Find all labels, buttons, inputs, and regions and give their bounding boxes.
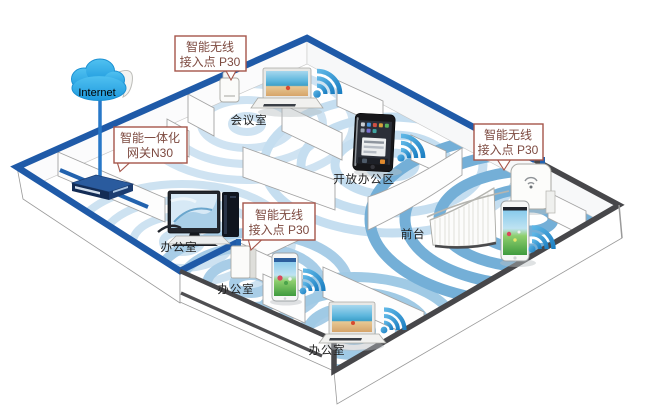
svg-text:智能一体化: 智能一体化	[120, 130, 180, 145]
svg-text:接入点 P30: 接入点 P30	[249, 222, 310, 237]
svg-text:接入点 P30: 接入点 P30	[180, 54, 241, 69]
svg-text:智能无线: 智能无线	[255, 207, 303, 222]
svg-text:Internet: Internet	[78, 87, 115, 99]
svg-text:前台: 前台	[401, 227, 426, 241]
svg-text:网关N30: 网关N30	[127, 146, 173, 160]
svg-text:开放办公区: 开放办公区	[333, 172, 395, 186]
svg-text:智能无线: 智能无线	[186, 39, 234, 54]
svg-text:办公室: 办公室	[161, 240, 198, 254]
svg-text:办公室: 办公室	[309, 343, 346, 357]
svg-text:接入点 P30: 接入点 P30	[478, 142, 539, 157]
svg-text:会议室: 会议室	[231, 113, 268, 127]
svg-text:智能无线: 智能无线	[484, 127, 532, 142]
svg-text:办公室: 办公室	[218, 282, 255, 296]
